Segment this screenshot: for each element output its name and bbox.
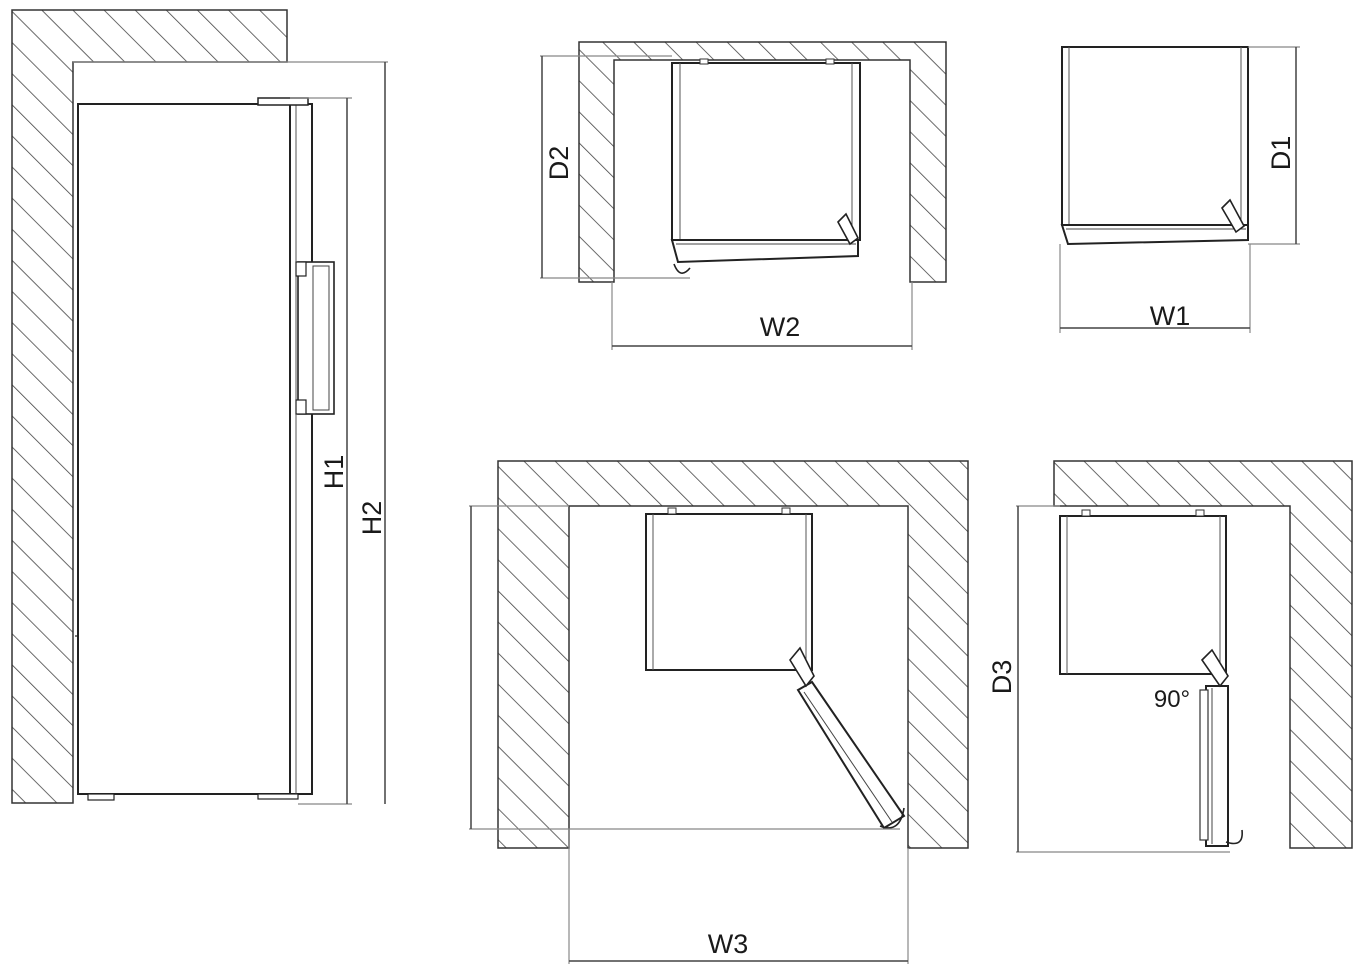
- label-w1: W1: [1150, 301, 1191, 331]
- label-w2: W2: [760, 312, 801, 342]
- fridge-body-side: [77, 103, 291, 795]
- label-d3: D3: [987, 660, 1017, 695]
- recess-wall: [578, 41, 947, 283]
- label-angle: 90°: [1154, 686, 1190, 713]
- label-h1: H1: [319, 455, 349, 490]
- top-view-freestanding: [1059, 46, 1300, 333]
- fridge-door-side: [289, 103, 313, 795]
- alcove-wall-w3: [497, 460, 969, 849]
- label-h2: H2: [357, 501, 387, 536]
- top-view-recessed: [540, 41, 947, 350]
- fridge-handle: [295, 261, 335, 415]
- side-view: [11, 9, 388, 805]
- top-view-door-90: [1016, 460, 1353, 853]
- label-w3: W3: [708, 929, 749, 959]
- label-d1: D1: [1266, 136, 1296, 171]
- fridge-body-top-free: [1061, 46, 1249, 226]
- label-d2: D2: [544, 146, 574, 181]
- fridge-body-top-d3: [1059, 515, 1227, 675]
- fridge-body-top-recessed: [671, 62, 861, 241]
- fridge-body-top-w3: [645, 513, 813, 671]
- top-view-door-open: [469, 460, 969, 964]
